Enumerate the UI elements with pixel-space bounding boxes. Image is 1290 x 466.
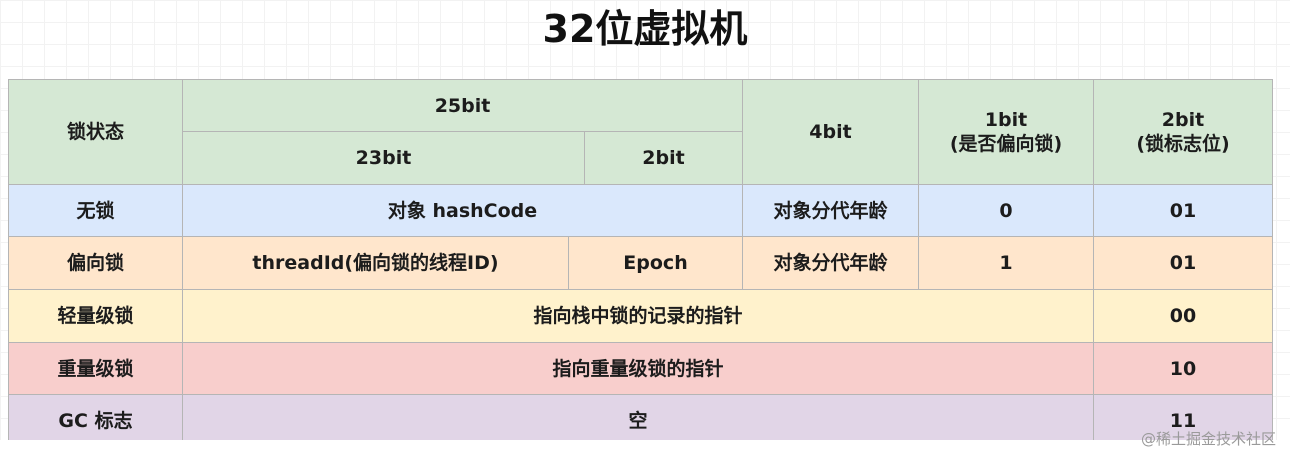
watermark: @稀土掘金技术社区 — [1140, 430, 1276, 448]
row-no-lock-state: 无锁 — [8, 184, 183, 237]
header-1bit-size: 1bit — [984, 109, 1028, 131]
row-gc-empty: 空 — [181, 394, 1095, 448]
bottom-fade — [0, 440, 1290, 466]
header-1bit-desc: (是否偏向锁) — [949, 133, 1063, 155]
row-lightweight-lock: 轻量级锁 指向栈中锁的记录的指针 00 — [8, 289, 1274, 343]
header-2bit-flag: 2bit (锁标志位) — [1093, 79, 1274, 185]
row-biased-lock-flag: 01 — [1093, 236, 1274, 290]
row-lightweight-pointer: 指向栈中锁的记录的指针 — [181, 289, 1095, 343]
row-gc-lock-flag: 11 — [1093, 394, 1274, 448]
header-23bit: 23bit — [182, 131, 585, 185]
header-25bit: 25bit — [181, 79, 744, 132]
mark-word-table: 锁状态 25bit 4bit 1bit (是否偏向锁) 2bit (锁标志位) … — [8, 79, 1274, 448]
row-lightweight-state: 轻量级锁 — [8, 289, 183, 343]
row-biased-epoch: Epoch — [567, 236, 744, 290]
row-no-lock: 无锁 对象 hashCode 对象分代年龄 0 01 — [8, 184, 1274, 237]
row-biased-age: 对象分代年龄 — [742, 236, 920, 290]
header-4bit: 4bit — [742, 79, 920, 185]
row-biased-biased-flag: 1 — [918, 236, 1095, 290]
row-biased-thread-id: threadId(偏向锁的线程ID) — [182, 236, 569, 290]
row-heavyweight-state: 重量级锁 — [8, 342, 183, 395]
header-2bit: 2bit — [583, 131, 744, 185]
header-1bit: 1bit (是否偏向锁) — [918, 79, 1095, 185]
header-2bit-flag-size: 2bit — [1161, 109, 1205, 131]
header-row-top: 锁状态 25bit 4bit 1bit (是否偏向锁) 2bit (锁标志位) — [8, 79, 1274, 185]
row-no-lock-lock-flag: 01 — [1093, 184, 1274, 237]
row-no-lock-age: 对象分代年龄 — [742, 184, 920, 237]
row-lightweight-lock-flag: 00 — [1093, 289, 1274, 343]
header-lock-state: 锁状态 — [8, 79, 183, 185]
row-no-lock-biased-flag: 0 — [918, 184, 1095, 237]
row-gc-mark: GC 标志 空 11 — [8, 394, 1274, 448]
row-biased-lock: 偏向锁 threadId(偏向锁的线程ID) Epoch 对象分代年龄 1 01 — [8, 236, 1274, 290]
header-row-bottom: 23bit 2bit — [9, 131, 1273, 185]
row-heavyweight-lock: 重量级锁 指向重量级锁的指针 10 — [8, 342, 1274, 395]
header-2bit-flag-desc: (锁标志位) — [1136, 133, 1230, 155]
row-heavyweight-pointer: 指向重量级锁的指针 — [181, 342, 1095, 395]
row-no-lock-hashcode: 对象 hashCode — [181, 184, 744, 237]
row-heavyweight-lock-flag: 10 — [1093, 342, 1274, 395]
row-biased-state: 偏向锁 — [8, 236, 183, 290]
page-title: 32位虚拟机 — [542, 7, 748, 51]
